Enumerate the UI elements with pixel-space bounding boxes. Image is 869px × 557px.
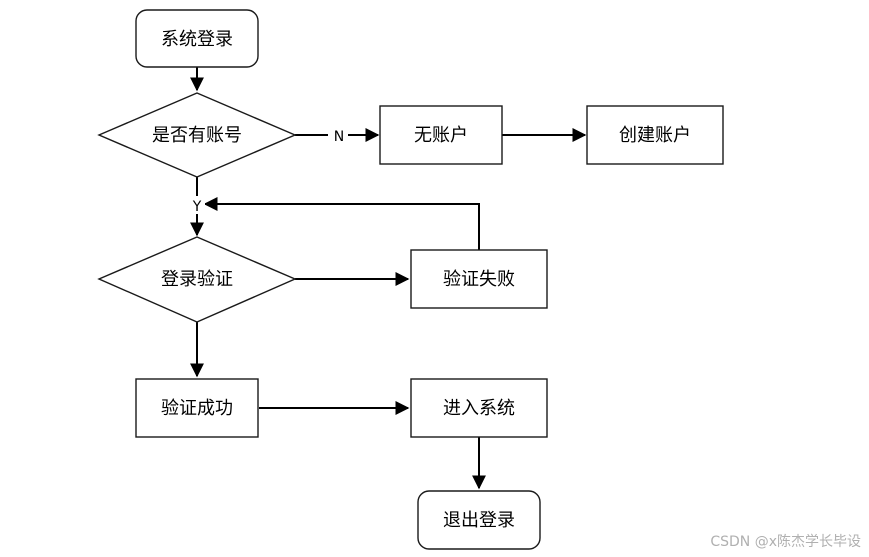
- node-start: 系统登录: [135, 9, 259, 68]
- node-verify-fail-label: 验证失败: [443, 269, 515, 290]
- node-login-verify: 登录验证: [97, 236, 297, 323]
- node-create-account-label: 创建账户: [619, 125, 691, 146]
- node-verify-success: 验证成功: [135, 378, 259, 438]
- node-logout-label: 退出登录: [443, 510, 515, 531]
- node-enter-system: 进入系统: [410, 378, 548, 438]
- node-login-verify-label: 登录验证: [161, 269, 233, 290]
- node-logout: 退出登录: [417, 490, 541, 550]
- watermark: CSDN @x陈杰学长毕设: [710, 534, 861, 550]
- edge-verify-fail-back-to-login: [203, 197, 480, 250]
- node-enter-system-label: 进入系统: [443, 398, 515, 419]
- node-verify-fail: 验证失败: [410, 249, 548, 309]
- node-no-account-label: 无账户: [414, 125, 468, 146]
- node-start-label: 系统登录: [161, 29, 233, 50]
- edge-label-yes: Y: [192, 199, 202, 215]
- node-no-account: 无账户: [379, 105, 503, 165]
- node-create-account: 创建账户: [586, 105, 724, 165]
- node-verify-success-label: 验证成功: [161, 398, 233, 419]
- node-has-account-label: 是否有账号: [152, 125, 242, 146]
- node-has-account: 是否有账号: [97, 92, 297, 178]
- edge-label-no: N: [334, 129, 344, 145]
